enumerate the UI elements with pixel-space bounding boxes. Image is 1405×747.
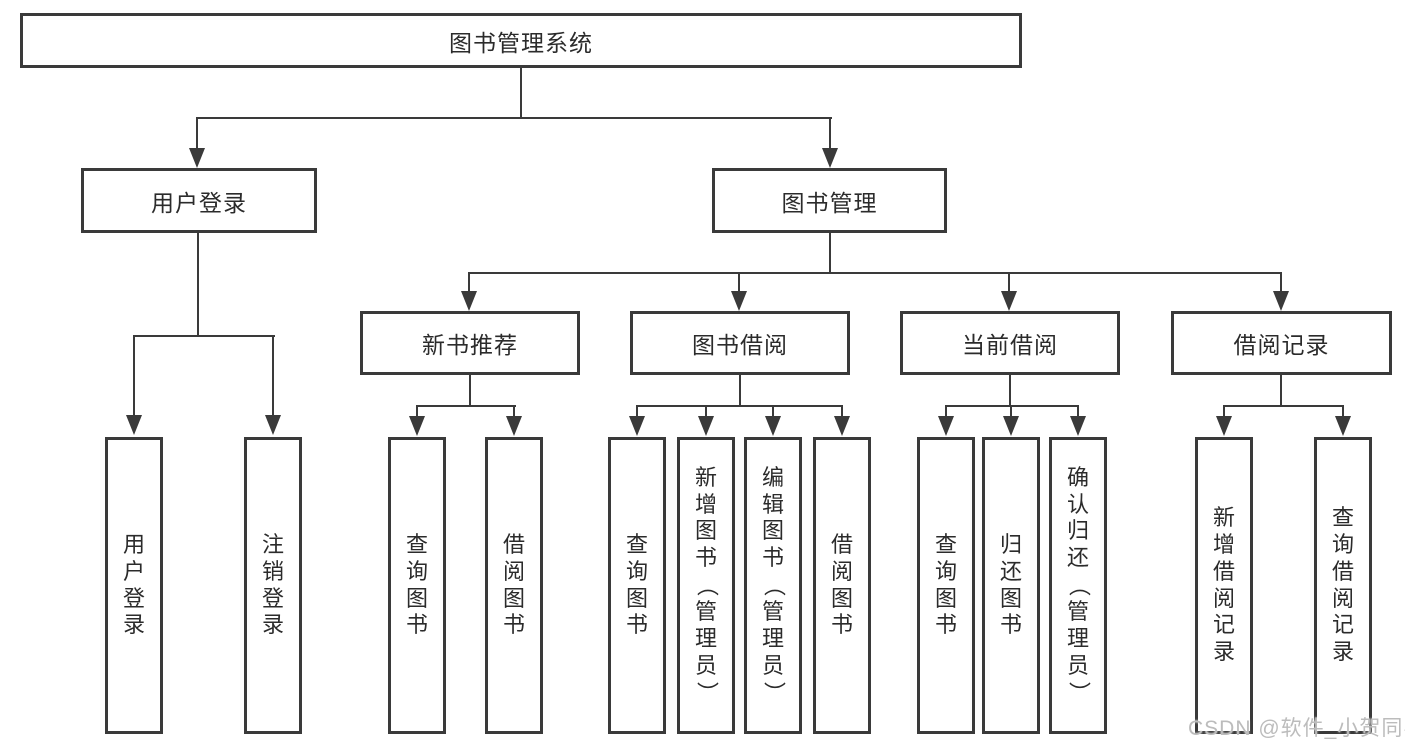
connector-line <box>133 335 135 417</box>
leaf-borrow-books-recommend: 借阅图书 <box>485 437 543 734</box>
leaf-query-books-recommend: 查询图书 <box>388 437 446 734</box>
node-borrow-records-label: 借阅记录 <box>1233 332 1330 358</box>
connector-line <box>1342 405 1344 418</box>
connector-line <box>841 405 843 418</box>
connector-line <box>1280 272 1282 293</box>
node-root: 图书管理系统 <box>20 13 1022 68</box>
node-book-management: 图书管理 <box>712 168 947 233</box>
node-user-login: 用户登录 <box>81 168 317 233</box>
connector-line <box>829 117 831 150</box>
connector-line <box>1008 272 1010 293</box>
node-book-borrow: 图书借阅 <box>630 311 850 375</box>
arrow-down-icon <box>1335 416 1351 436</box>
arrow-down-icon <box>1003 416 1019 436</box>
arrow-down-icon <box>938 416 954 436</box>
connector-line <box>1077 405 1079 418</box>
leaf-add-borrow-record: 新增借阅记录 <box>1195 437 1253 734</box>
leaf-user-login: 用户登录 <box>105 437 163 734</box>
node-user-login-label: 用户登录 <box>151 189 247 216</box>
connector-line <box>272 335 274 417</box>
arrow-down-icon <box>731 291 747 311</box>
leaf-confirm-return-admin: 确认归还（管理员） <box>1049 437 1107 734</box>
arrow-down-icon <box>409 416 425 436</box>
node-root-label: 图书管理系统 <box>449 29 593 56</box>
connector-line <box>468 272 470 293</box>
arrow-down-icon <box>1273 291 1289 311</box>
leaf-add-books-admin: 新增图书（管理员） <box>677 437 735 734</box>
arrow-down-icon <box>1216 416 1232 436</box>
connector-line <box>520 68 522 118</box>
arrow-down-icon <box>1001 291 1017 311</box>
connector-line <box>1010 405 1012 418</box>
leaf-logout: 注销登录 <box>244 437 302 734</box>
connector-line <box>196 117 832 119</box>
arrow-down-icon <box>506 416 522 436</box>
connector-line <box>636 405 638 418</box>
arrow-down-icon <box>822 148 838 168</box>
arrow-down-icon <box>461 291 477 311</box>
node-current-borrow-label: 当前借阅 <box>962 332 1058 358</box>
connector-line <box>739 375 741 406</box>
connector-line <box>468 272 1282 274</box>
connector-line <box>1223 405 1344 407</box>
leaf-query-books-borrow: 查询图书 <box>608 437 666 734</box>
connector-line <box>1280 375 1282 406</box>
connector-line <box>1009 375 1011 406</box>
leaf-return-books: 归还图书 <box>982 437 1040 734</box>
node-borrow-records: 借阅记录 <box>1171 311 1392 375</box>
leaf-edit-books-admin: 编辑图书（管理员） <box>744 437 802 734</box>
connector-line <box>829 233 831 274</box>
arrow-down-icon <box>834 416 850 436</box>
node-current-borrow: 当前借阅 <box>900 311 1120 375</box>
connector-line <box>416 405 516 407</box>
node-book-borrow-label: 图书借阅 <box>692 332 788 358</box>
connector-line <box>416 405 418 418</box>
leaf-borrow-books: 借阅图书 <box>813 437 871 734</box>
connector-line <box>772 405 774 418</box>
arrow-down-icon <box>698 416 714 436</box>
leaf-query-books-current: 查询图书 <box>917 437 975 734</box>
connector-line <box>133 335 275 337</box>
arrow-down-icon <box>265 415 281 435</box>
connector-line <box>945 405 1079 407</box>
connector-line <box>469 375 471 406</box>
node-new-book-recommend: 新书推荐 <box>360 311 580 375</box>
connector-line <box>1223 405 1225 418</box>
connector-line <box>945 405 947 418</box>
arrow-down-icon <box>629 416 645 436</box>
connector-line <box>636 405 843 407</box>
node-new-book-recommend-label: 新书推荐 <box>422 332 518 358</box>
csdn-watermark: CSDN @软件_小贺同学 <box>1188 717 1405 740</box>
arrow-down-icon <box>1070 416 1086 436</box>
connector-line <box>705 405 707 418</box>
node-book-management-label: 图书管理 <box>781 189 878 216</box>
arrow-down-icon <box>189 148 205 168</box>
connector-line <box>513 405 515 418</box>
arrow-down-icon <box>765 416 781 436</box>
arrow-down-icon <box>126 415 142 435</box>
connector-line <box>196 117 198 150</box>
connector-line <box>197 233 199 337</box>
leaf-query-borrow-record: 查询借阅记录 <box>1314 437 1372 734</box>
connector-line <box>738 272 740 293</box>
